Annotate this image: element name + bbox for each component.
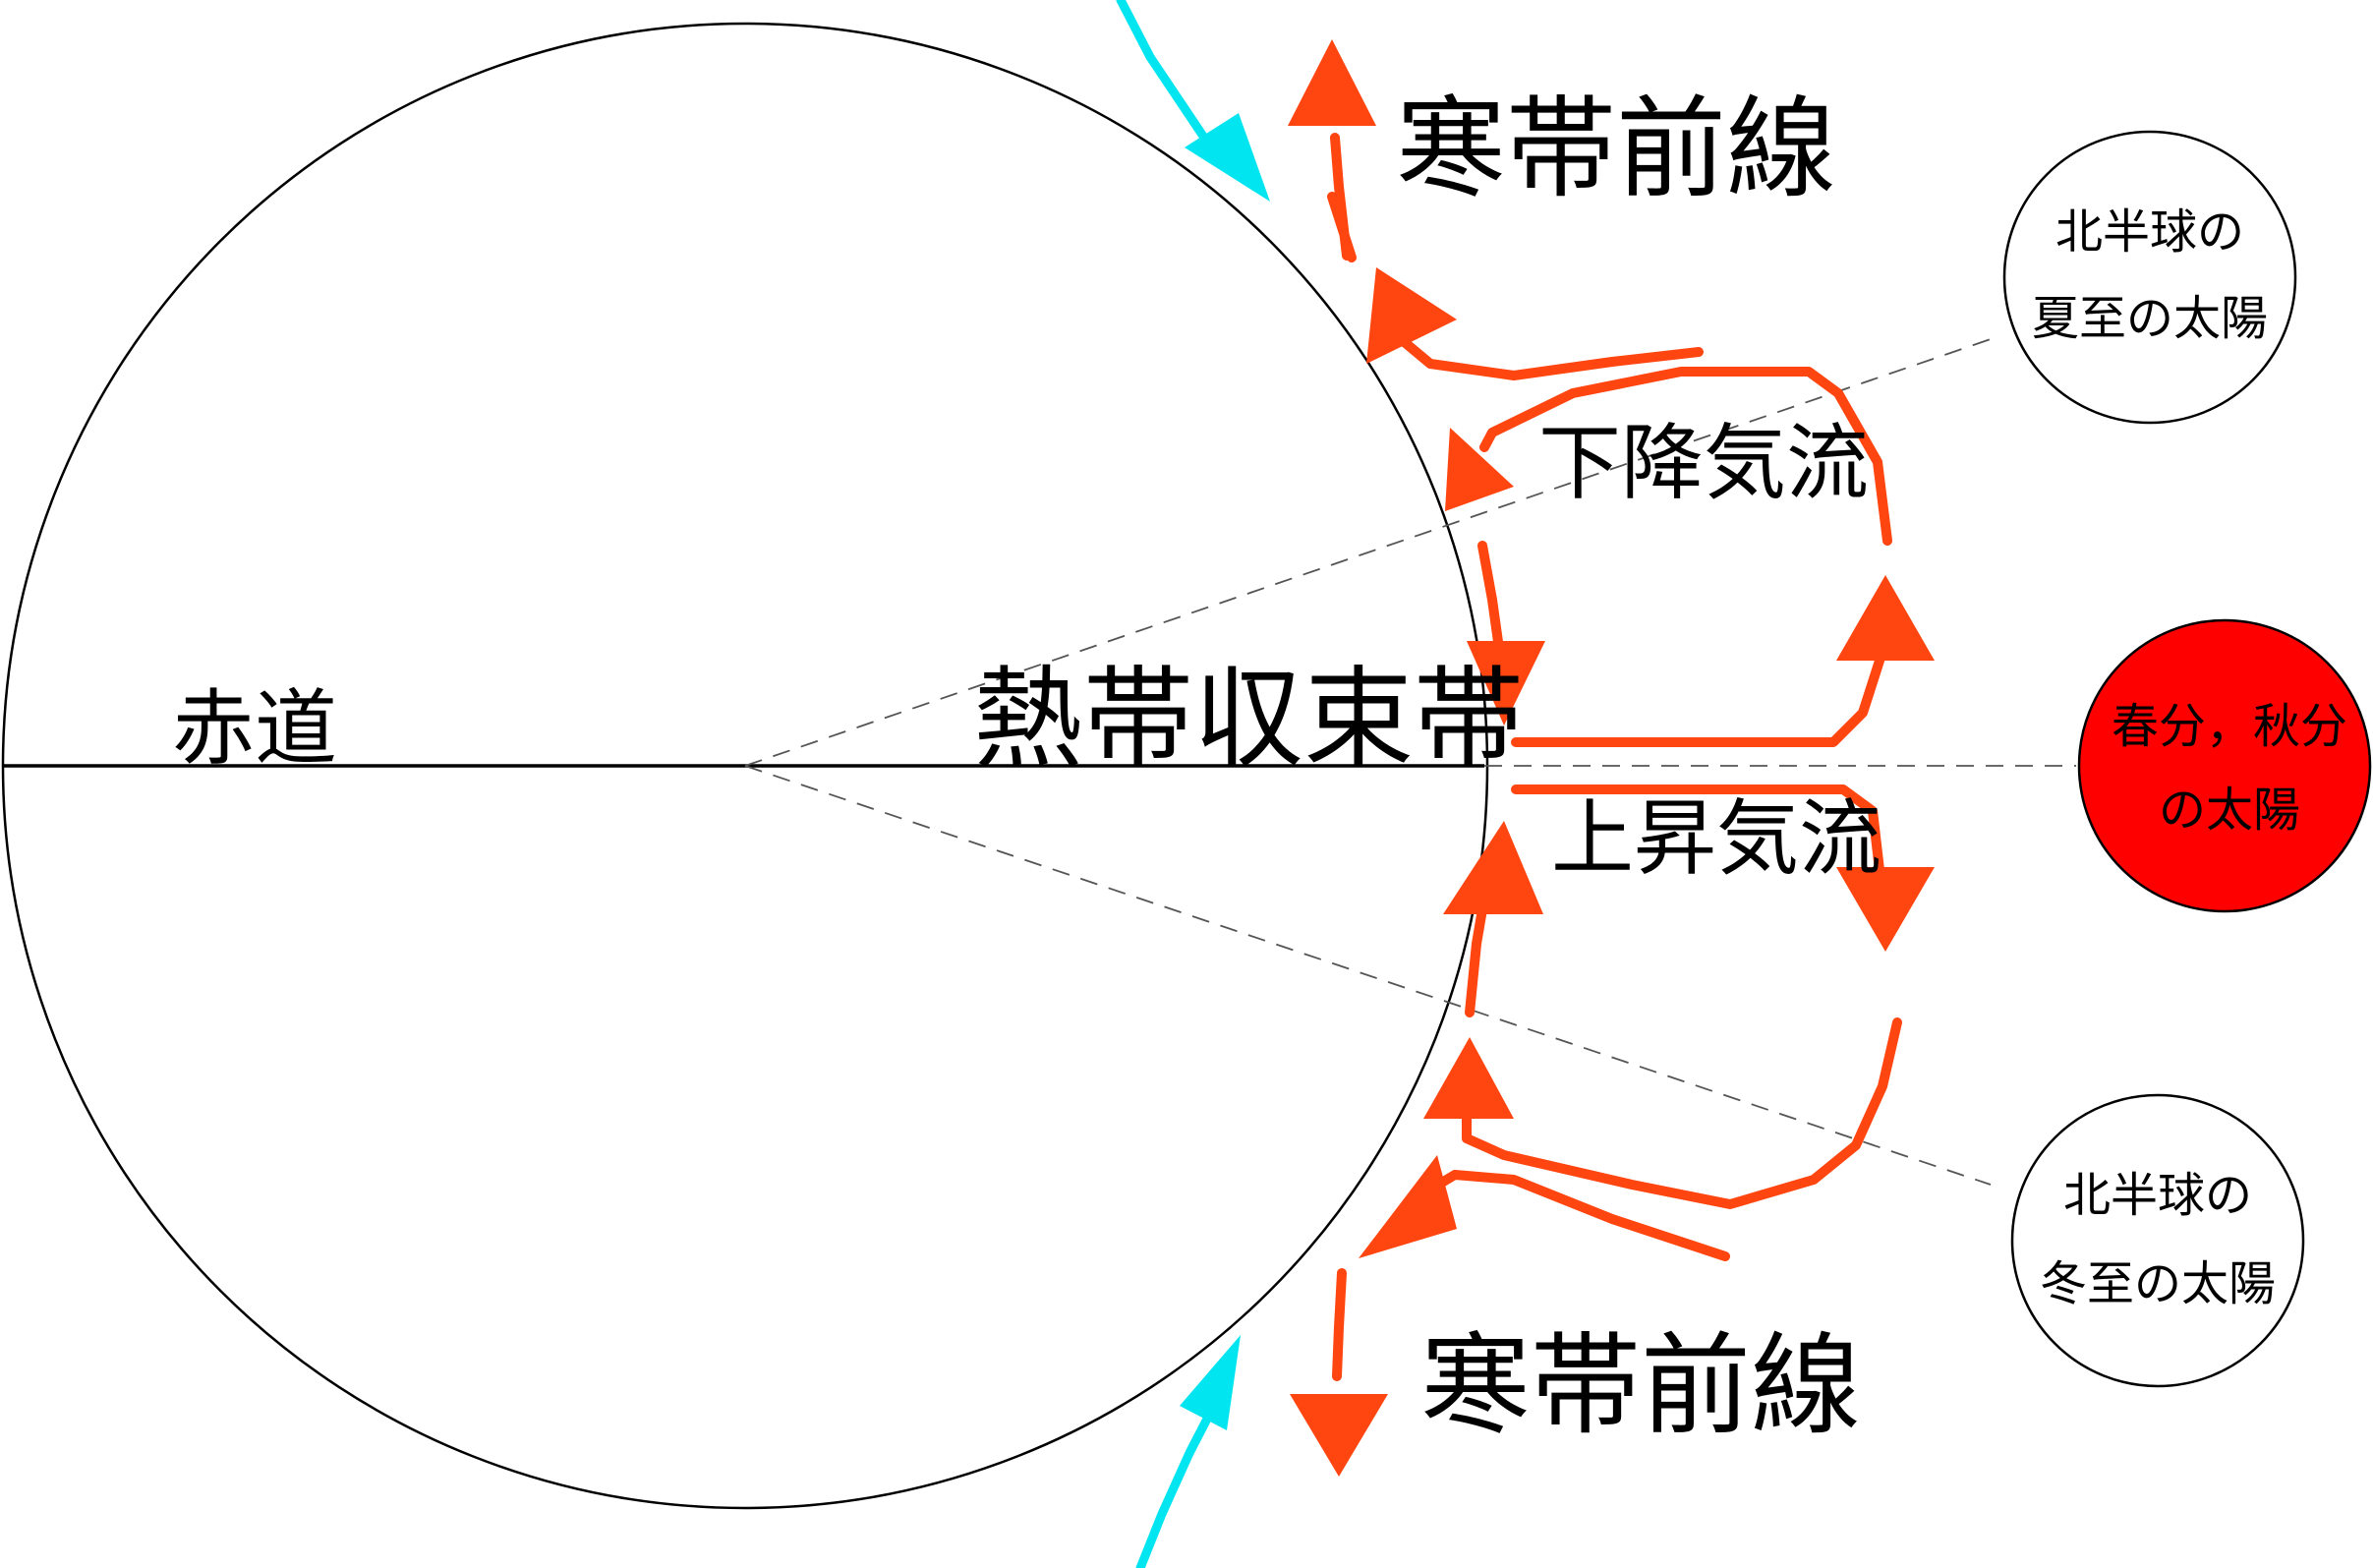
polar-front-north-label: 寒帯前線 (1396, 86, 1836, 213)
summer-sun (2002, 130, 2297, 425)
ascending-air-label: 上昇気流 (1551, 790, 1881, 887)
summer-sun-label-line2: 夏至の太陽 (2032, 291, 2268, 346)
summer-sun-label-line1: 北半球の (2055, 204, 2244, 260)
equinox-sun-label-line2: の太陽 (2159, 783, 2300, 838)
cold-air-arrow-south (1135, 1335, 1241, 1568)
winter-sun-ray (744, 765, 1992, 1186)
itcz-label: 熱帯収束帯 (973, 656, 1524, 784)
circulation-arrows (1288, 39, 1935, 1477)
cold-air-arrow-north (1116, 0, 1270, 202)
winter-sun-label-line1: 北半球の (2063, 1168, 2252, 1223)
winter-sun-label-line2: 冬至の太陽 (2040, 1256, 2276, 1311)
equinox-sun-label-line1: 春分，秋分 (2112, 699, 2347, 754)
winter-sun (2010, 1093, 2305, 1388)
polar-front-north-arrowhead (1288, 39, 1376, 126)
equator-label: 赤道 (172, 680, 337, 777)
descending-air-label: 下降気流 (1538, 415, 1869, 511)
equinox-sun (2077, 618, 2372, 913)
summer-sun-ray (744, 338, 1992, 767)
polar-front-south-label: 寒帯前線 (1420, 1322, 1861, 1450)
